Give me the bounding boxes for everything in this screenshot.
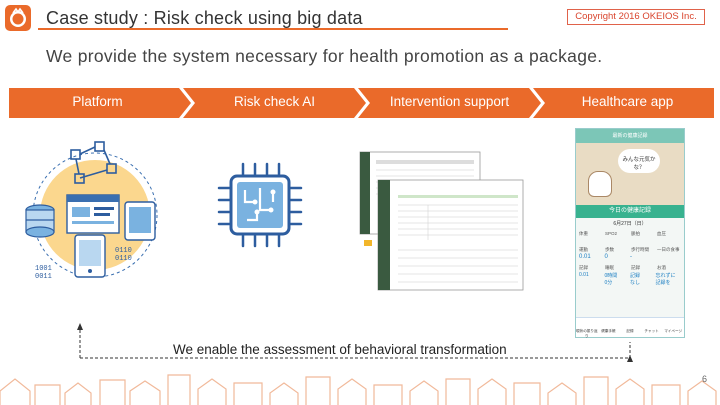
metric-value: 0.01: [579, 272, 589, 278]
record-date: 6月27日（日）: [613, 221, 647, 227]
metrics-values-row2: 0.01 0 -: [576, 253, 684, 261]
copyright-badge: Copyright 2016 OKEIOS Inc.: [567, 9, 705, 25]
metric-label: SPO2: [605, 231, 618, 236]
speech-bubble: みんな元気かな？: [618, 149, 660, 173]
metric-value: 0: [604, 254, 608, 260]
nav-item-review[interactable]: 現状の振り返り: [576, 329, 598, 338]
process-flow: [9, 88, 714, 118]
page-number: 6: [702, 374, 708, 384]
page-title: Case study : Risk check using big data: [46, 8, 363, 28]
metric-label: 運動: [579, 247, 588, 252]
ai-chip-icon: [217, 162, 303, 248]
metric-label: 歩行時間: [631, 247, 649, 252]
metric-label: 血圧: [657, 231, 666, 236]
flow-step-platform: [9, 88, 191, 118]
healthcare-app-screen: 最新の健康記録 みんな元気かな？ 今日の健康記録 6月27日（日） 体重 SPO…: [575, 128, 685, 338]
feedback-loop-arrow: [77, 323, 633, 362]
nav-item-chat[interactable]: チャット: [644, 329, 659, 333]
record-button[interactable]: 今日の健康記録: [576, 205, 684, 218]
flow-label-healthcare-app: Healthcare app: [581, 94, 674, 109]
assessment-caption: We enable the assessment of behavioral t…: [170, 342, 510, 357]
flow-label-platform: Platform: [72, 94, 123, 109]
app-bottom-nav: 現状の振り返り 健康手帳 記録 チャット マイページ: [576, 317, 684, 338]
town-skyline-decoration: [0, 374, 717, 405]
metrics-grid-row1: 体重 SPO2 脈拍 血圧: [576, 229, 684, 239]
app-logo: [5, 5, 31, 31]
metric-label: 一日の食事: [657, 247, 680, 252]
cat-mascot-icon: [588, 171, 612, 197]
svg-text:0110: 0110: [115, 247, 132, 255]
flow-step-intervention: [358, 88, 541, 118]
nav-item-record[interactable]: 記録: [626, 329, 634, 333]
metric-label: 睡眠: [605, 265, 614, 270]
page-subtitle: We provide the system necessary for heal…: [46, 46, 603, 66]
metric-label: 歩数: [605, 247, 614, 252]
metrics-values-row3: 0.01 0時間 0分 記録 なし 忘れずに 記録を: [576, 271, 684, 287]
svg-text:1001: 1001: [35, 265, 52, 273]
title-underline: [38, 8, 508, 30]
flow-label-risk-check: Risk check AI: [233, 94, 316, 109]
metric-label: 脈拍: [631, 231, 640, 236]
metric-label: 体重: [579, 231, 588, 236]
metric-value: 記録 なし: [630, 273, 641, 286]
app-screen-title: 最新の健康記録: [576, 129, 684, 143]
metrics-grid-row3: 記録 睡眠 記録 お酒: [576, 261, 684, 271]
nav-item-mypage[interactable]: マイページ: [664, 329, 683, 333]
flow-step-risk-check: [183, 88, 366, 118]
metric-value: 0時間 0分: [604, 273, 618, 286]
svg-text:0110: 0110: [115, 255, 132, 263]
nav-item-notebook[interactable]: 健康手帳: [601, 329, 616, 333]
app-hero-image: みんな元気かな？: [576, 143, 684, 205]
svg-text:0011: 0011: [35, 273, 52, 281]
metric-value: 忘れずに 記録を: [655, 273, 676, 286]
metric-label: お酒: [657, 265, 666, 270]
flow-step-healthcare-app: [533, 88, 714, 118]
metric-value: -: [630, 254, 632, 260]
metrics-grid-row2: 運動 歩数 歩行時間 一日の食事: [576, 239, 684, 253]
flow-label-intervention: Intervention support: [389, 94, 510, 109]
intervention-dashboard-screens: [359, 151, 524, 291]
metric-label: 記録: [579, 265, 588, 270]
metric-label: 記録: [631, 265, 640, 270]
metric-value: 0.01: [579, 254, 591, 260]
